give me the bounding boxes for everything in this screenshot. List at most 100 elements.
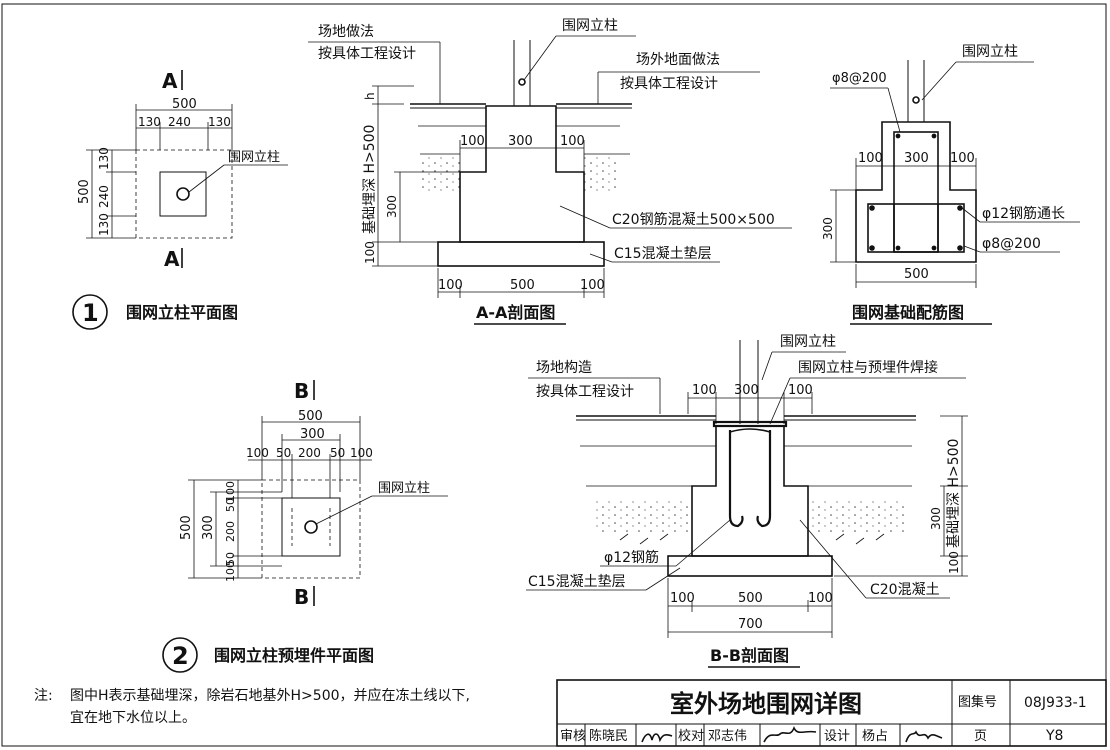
- plan2-post-label: 围网立柱: [378, 481, 430, 496]
- atlas-number: 08J933-1: [1024, 695, 1087, 711]
- plan2-dim-top-2: 50: [276, 446, 291, 460]
- plan1-number-circle: [72, 294, 108, 330]
- plan2-post-circle: [304, 520, 318, 534]
- rebar-label-phi12: φ12钢筋通长: [982, 205, 1065, 222]
- plan1-dim-left-2: 240: [97, 185, 111, 208]
- plan2-title: 围网立柱预埋件平面图: [214, 646, 374, 665]
- plan2-dim-top-1: 100: [246, 446, 269, 460]
- bb-title: B-B剖面图: [710, 646, 789, 665]
- aa-dim-300-vert: 300: [385, 195, 399, 218]
- plan2-footing-outline: [261, 479, 361, 579]
- rebar-upper-stirrup: [893, 131, 939, 253]
- rebar-dim-upper-3: 100: [950, 151, 975, 166]
- note: 注: 图中H表示基础埋深，除岩石地基外H>500，并应在冻土线以下, 宜在地下水…: [34, 687, 470, 726]
- aa-label-design-right: 按具体工程设计: [620, 76, 718, 92]
- plan-1: A 500 130 240 130 500 130 240 130 围网立柱 A: [72, 69, 288, 330]
- check-label: 校对: [678, 728, 704, 744]
- title-block: 室外场地围网详图 图集号 08J933-1 审核 陈晓民 校对 邓志伟 设计 杨…: [556, 679, 1107, 747]
- reviewer-signature: [641, 733, 673, 743]
- plan2-dim-top-4: 50: [330, 446, 345, 460]
- rebar-dim-bottom: 500: [904, 267, 929, 282]
- note-line-2: 宜在地下水位以上。: [70, 710, 196, 726]
- reviewer-name: 陈晓民: [589, 728, 628, 744]
- aa-dim-lower-1: 100: [438, 278, 463, 293]
- rebar-label-post: 围网立柱: [962, 44, 1018, 60]
- section-mark-a-bottom: A: [164, 247, 180, 271]
- review-label: 审核: [560, 729, 586, 744]
- aa-label-post: 围网立柱: [562, 18, 618, 34]
- plan1-post-circle: [176, 187, 190, 201]
- rebar-footing-outline: [855, 121, 977, 263]
- plan1-dim-total-top: 500: [172, 97, 197, 112]
- page-label: 页: [974, 729, 987, 744]
- aa-dim-depth: 基础埋深 H>500: [361, 125, 378, 234]
- bb-dim-bottom-total: 700: [738, 617, 763, 632]
- bb-dim-top-1: 100: [692, 383, 717, 398]
- aa-dim-lower-3: 100: [580, 278, 605, 293]
- plan1-dim-top-1: 130: [138, 115, 161, 129]
- bb-c15-pad: [667, 555, 833, 577]
- plan1-footing-outline: [135, 149, 233, 239]
- section-mark-b-bottom: B: [294, 585, 309, 609]
- plan1-dim-total-left: 500: [77, 179, 92, 204]
- plan2-dim-mid-top: 300: [300, 427, 325, 442]
- plan1-dim-left-3: 130: [97, 213, 111, 236]
- plan2-number: 2: [172, 642, 189, 670]
- note-prefix: 注:: [34, 688, 53, 704]
- section-aa: 场地做法 按具体工程设计 围网立柱 场外地面做法 按具体工程设计: [308, 18, 792, 325]
- bb-rebar-right: [756, 430, 772, 528]
- plan2-dim-left-1: 100: [224, 481, 237, 502]
- plan1-title: 围网立柱平面图: [126, 303, 238, 322]
- bb-dim-top-3: 100: [788, 383, 813, 398]
- aa-dim-upper-1: 100: [460, 134, 485, 149]
- bb-label-site-structure: 场地构造: [536, 360, 592, 376]
- plan2-embed-plate: [281, 497, 341, 557]
- aa-label-outside-ground: 场外地面做法: [636, 52, 720, 68]
- bb-dim-depth: 基础埋深 H>500: [945, 439, 962, 548]
- plan2-dim-total-left: 500: [179, 515, 194, 540]
- plan2-dim-mid-left: 300: [201, 515, 216, 540]
- aa-dim-upper-2: 300: [508, 134, 533, 149]
- plan2-dim-left-4: 50: [224, 552, 237, 566]
- aa-title: A-A剖面图: [476, 303, 555, 322]
- plan1-dim-top-3: 130: [208, 115, 231, 129]
- section-mark-b-top: B: [294, 379, 309, 403]
- note-line-1: 图中H表示基础埋深，除岩石地基外H>500，并应在冻土线以下,: [70, 687, 470, 704]
- bb-label-c20: C20混凝土: [870, 582, 940, 598]
- page-number: Y8: [1045, 728, 1063, 744]
- bb-dim-top-2: 300: [734, 383, 759, 398]
- bb-rebar-left: [728, 430, 744, 528]
- rebar-dim-upper-1: 100: [858, 151, 883, 166]
- rebar-lower-stirrup: [867, 203, 965, 253]
- rebar-label-stirrup-bottom: φ8@200: [982, 236, 1041, 252]
- rebar-dim-300-vert: 300: [821, 217, 835, 240]
- aa-dim-lower-2: 500: [510, 278, 535, 293]
- plan1-post-label: 围网立柱: [228, 150, 280, 165]
- checker-name: 邓志伟: [708, 729, 747, 744]
- section-bb: 场地构造 按具体工程设计 围网立柱 围网立柱与预埋件焊接 100 300 100: [526, 334, 968, 668]
- plan1-dim-left-1: 130: [97, 147, 111, 170]
- bb-label-post: 围网立柱: [780, 334, 836, 350]
- plan-2: B 500 300 100 50 200 50 100 500 300 100 …: [162, 379, 448, 673]
- aa-label-design-left: 按具体工程设计: [318, 46, 416, 62]
- bb-dim-bottom-1: 100: [670, 591, 695, 606]
- plan2-number-circle: [162, 637, 198, 673]
- rebar-diagram: 围网立柱 φ8@200 100 300 100: [821, 44, 1080, 325]
- plan2-dim-left-2: 50: [224, 498, 237, 512]
- bb-label-weld: 围网立柱与预埋件焊接: [798, 359, 938, 376]
- bb-label-c15: C15混凝土垫层: [528, 574, 626, 590]
- rebar-title: 围网基础配筋图: [852, 303, 964, 322]
- bb-dim-100-vert: 100: [947, 551, 961, 574]
- plan1-number: 1: [82, 299, 99, 327]
- section-mark-a-top: A: [162, 69, 178, 93]
- designer-signature: [905, 730, 943, 743]
- atlas-label: 图集号: [958, 694, 997, 710]
- rebar-dim-upper-2: 300: [904, 151, 929, 166]
- bb-dim-bottom-2: 500: [738, 591, 763, 606]
- aa-label-c20: C20钢筋混凝土500×500: [612, 211, 775, 228]
- bb-footing-body: [691, 425, 809, 557]
- aa-dim-100-vert: 100: [363, 241, 377, 264]
- aa-label-c15: C15混凝土垫层: [614, 246, 712, 262]
- rebar-label-stirrup-top: φ8@200: [832, 71, 887, 86]
